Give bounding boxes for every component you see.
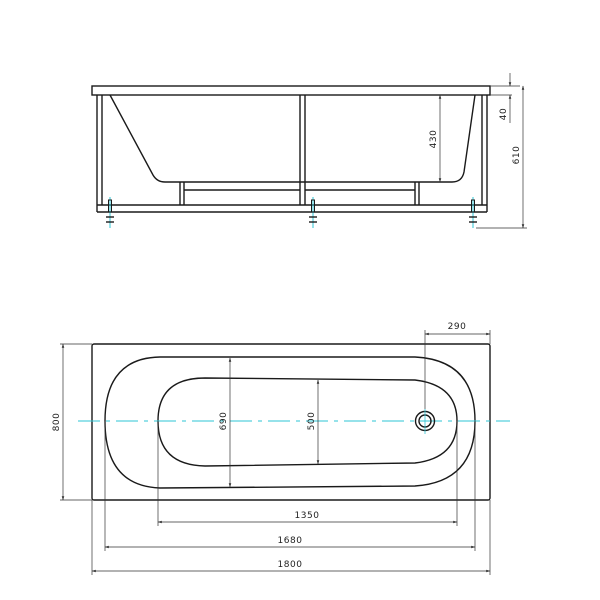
dim-inner-depth: 430: [429, 94, 442, 183]
dim-inner-bottom-width: 500: [307, 379, 320, 465]
svg-text:690: 690: [219, 412, 229, 431]
tub-rim: [91, 85, 491, 96]
foot-center: [309, 197, 317, 228]
top-view: 690 500 290 800: [52, 322, 510, 575]
svg-text:40: 40: [499, 108, 509, 120]
dim-total-length: 1800: [91, 560, 491, 573]
dim-rim-thickness: 40: [490, 73, 520, 123]
adjustable-feet: [106, 197, 477, 228]
svg-text:500: 500: [307, 412, 317, 431]
svg-text:1800: 1800: [278, 560, 303, 570]
dim-total-height: 610: [476, 85, 527, 229]
frame: [96, 95, 488, 213]
extension-lines: [91, 421, 491, 575]
svg-text:800: 800: [52, 413, 62, 432]
outer-bowl: [104, 356, 476, 489]
svg-text:430: 430: [429, 130, 439, 149]
svg-text:610: 610: [512, 146, 522, 165]
svg-text:290: 290: [448, 322, 467, 332]
dim-outer-bowl-length: 1680: [104, 536, 476, 549]
tub-body: [109, 94, 476, 183]
foot-left: [106, 197, 114, 228]
foot-right: [469, 197, 477, 228]
dim-total-width: 800: [52, 343, 92, 501]
dim-outer-bowl-width: 690: [219, 357, 232, 488]
drain-icon: [414, 409, 436, 434]
svg-text:1680: 1680: [278, 536, 303, 546]
tub-outline: [91, 343, 491, 501]
inner-bottom: [157, 377, 458, 467]
side-view: 430 40 610: [91, 73, 527, 229]
svg-text:1350: 1350: [295, 511, 320, 521]
dim-drain-offset: 290: [424, 322, 491, 409]
dim-inner-bottom-length: 1350: [157, 511, 458, 524]
